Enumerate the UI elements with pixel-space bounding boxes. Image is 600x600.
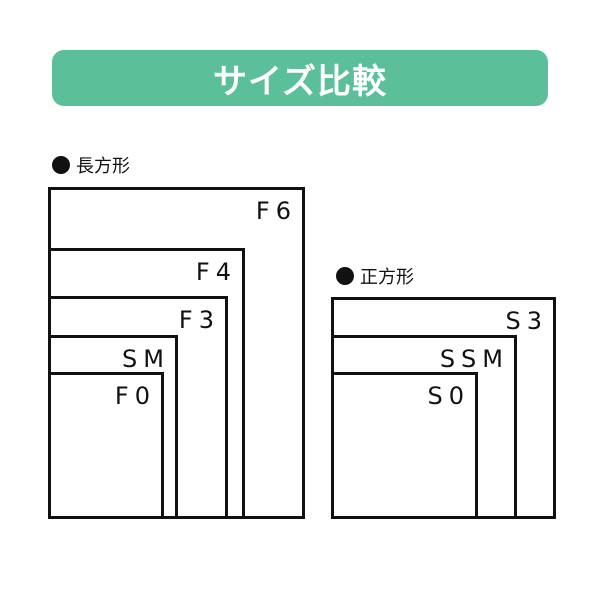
bullet-icon	[52, 156, 70, 174]
size-label-f4: F4	[195, 258, 237, 286]
size-box-s0	[331, 372, 478, 519]
size-box-f0	[48, 372, 164, 519]
size-label-f6: F6	[255, 197, 297, 225]
size-label-s0: S0	[427, 382, 470, 410]
square-section-label: 正方形	[336, 263, 414, 289]
title-banner: サイズ比較	[52, 50, 548, 106]
square-label-text: 正方形	[360, 267, 414, 288]
banner-title: サイズ比較	[213, 61, 387, 102]
size-label-f0: F0	[114, 382, 156, 410]
size-label-ssm: SSM	[439, 345, 509, 373]
size-label-f3: F3	[178, 306, 220, 334]
size-label-sm: SM	[122, 345, 170, 373]
bullet-icon	[336, 267, 354, 285]
rectangle-label-text: 長方形	[76, 156, 130, 177]
rectangle-section-label: 長方形	[52, 152, 130, 178]
size-label-s3: S3	[505, 307, 548, 335]
